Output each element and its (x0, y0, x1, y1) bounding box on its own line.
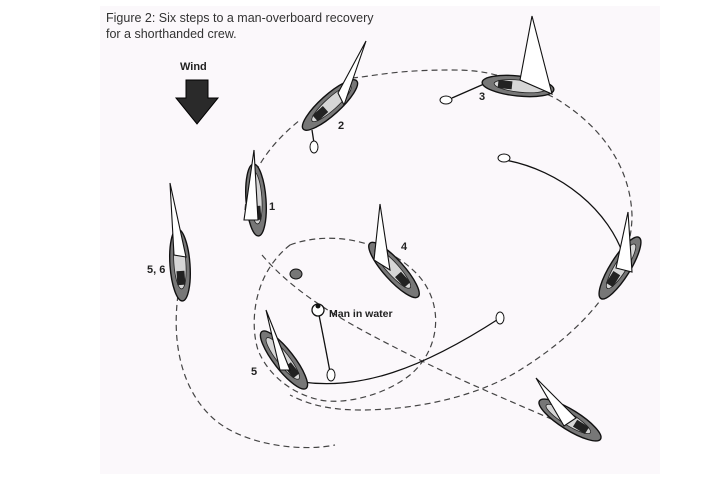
step-label-3: 3 (479, 91, 485, 103)
caption-line-1: Figure 2: Six steps to a man-overboard r… (106, 11, 374, 25)
horseshoe-buoy-icon (289, 268, 303, 280)
boat-step-1 (242, 149, 270, 238)
step-label-2: 2 (338, 120, 344, 132)
float-buoy-right (495, 311, 505, 325)
step-label-1: 1 (269, 201, 275, 213)
course-path-outer-left (175, 294, 336, 449)
boat-right-turning (591, 211, 649, 305)
caption-line-2: for a shorthanded crew. (106, 27, 237, 41)
step-label-5-6: 5, 6 (147, 264, 165, 276)
boat-step-5 (253, 309, 315, 396)
boat-step-2 (295, 40, 367, 138)
float-buoy-long (497, 153, 511, 163)
float-buoy-boat3 (439, 95, 453, 105)
boat-step-5-6-left (166, 182, 194, 303)
man-in-water-icon (311, 303, 325, 317)
boat-bottom-right (533, 377, 607, 449)
course-path-large-loop (244, 69, 633, 411)
wind-label: Wind (180, 61, 207, 73)
step-label-5: 5 (251, 366, 257, 378)
man-in-water-label: Man in water (329, 308, 393, 320)
wind-arrow-icon (174, 79, 220, 125)
drogue-line-boat3 (451, 83, 485, 99)
figure-caption: Figure 2: Six steps to a man-overboard r… (106, 10, 436, 42)
float-buoy-man (326, 368, 336, 382)
course-path-circle (253, 237, 437, 402)
throw-line-long (504, 159, 626, 261)
step-label-4: 4 (401, 241, 408, 253)
boat-step-3 (480, 15, 556, 101)
throw-line-boat5 (301, 317, 501, 385)
course-path-drift (261, 254, 566, 426)
boat-step-4 (361, 203, 427, 305)
float-buoy-boat2 (309, 140, 319, 154)
